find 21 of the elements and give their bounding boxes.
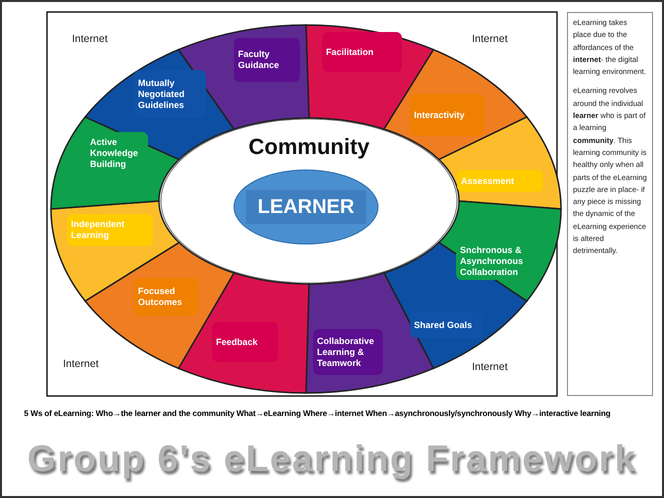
title: Group 6's eLearning Framework [26, 438, 638, 480]
community-ellipse [160, 118, 458, 284]
region-label: Internet [472, 361, 508, 373]
puzzle-piece-label: Mutually Negotiated Guidelines [134, 70, 206, 118]
puzzle-piece-label: Focused Outcomes [134, 278, 198, 316]
heading: Community [248, 134, 370, 160]
region-label: Internet [472, 33, 508, 45]
region-label: Internet [63, 358, 99, 370]
puzzle-piece-label: Interactivity [410, 94, 484, 136]
puzzle-piece-label: Collaborative Learning & Teamwork [313, 329, 383, 375]
puzzle-piece-label: Facilitation [322, 32, 402, 72]
puzzle-piece-label: Assessment [457, 170, 543, 192]
puzzle-piece-label: Faculty Guidance [234, 38, 300, 82]
note: 5 Ws of eLearning: Who→the learner and the community What→eLearning Where→internet When→asynchronously/synchronously Why→interactive learning [24, 409, 610, 418]
puzzle-piece-label: Shared Goals [410, 312, 482, 338]
text-panel [567, 12, 653, 396]
puzzle-piece-label: Independent Learning [67, 214, 153, 246]
puzzle-piece-label: Feedback [212, 322, 278, 362]
region-label: Internet [72, 33, 108, 45]
learner-label: LEARNER [246, 190, 366, 224]
learner-ellipse [233, 169, 379, 245]
